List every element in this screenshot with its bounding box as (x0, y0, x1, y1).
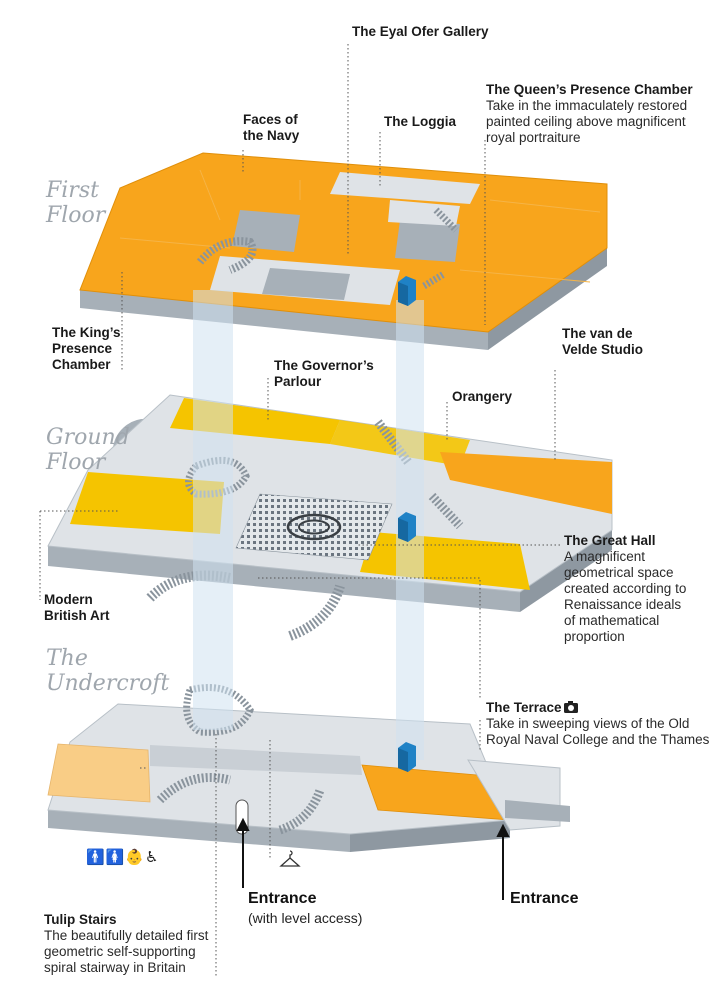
entrance-arrows (236, 817, 510, 900)
label-orangery: Orangery (452, 389, 513, 404)
undercroft-shop-room (47, 743, 151, 803)
label-faces-of-the-navy: Faces of the Navy (243, 112, 300, 143)
entrance-main-sublabel: (with level access) (248, 910, 363, 926)
label-governors-parlour: The Governor’s Parlour (274, 358, 374, 389)
entrance-east-label: Entrance (510, 890, 579, 907)
ground-floor (47, 394, 613, 612)
coat-hanger-icon (279, 850, 301, 867)
great-hall-floor (235, 493, 393, 561)
floor-name-first: First Floor (46, 178, 106, 228)
label-eyal-ofer-gallery: The Eyal Ofer Gallery (352, 24, 489, 39)
entrance-main-label: Entrance (248, 890, 317, 907)
label-van-de-velde-studio: The van de Velde Studio (562, 326, 644, 357)
lift-icons (398, 276, 416, 772)
label-the-loggia: The Loggia (384, 114, 456, 129)
ground-modern-british-art (70, 472, 224, 534)
camera-icon (564, 701, 578, 713)
label-kings-presence-chamber: The King’s Presence Chamber (52, 325, 121, 372)
label-modern-british-art: Modern British Art (44, 592, 110, 623)
leader-lines (39, 44, 560, 976)
first-floor-stairs (196, 207, 459, 290)
floor-name-ground: Ground Floor (46, 425, 130, 475)
floor-name-undercroft: The Undercroft (46, 646, 170, 696)
first-floor (79, 152, 608, 350)
ground-van-de-velde (440, 452, 612, 514)
toilets-baby-change-accessible-icons: 🚹🚺👶♿ (86, 848, 160, 866)
